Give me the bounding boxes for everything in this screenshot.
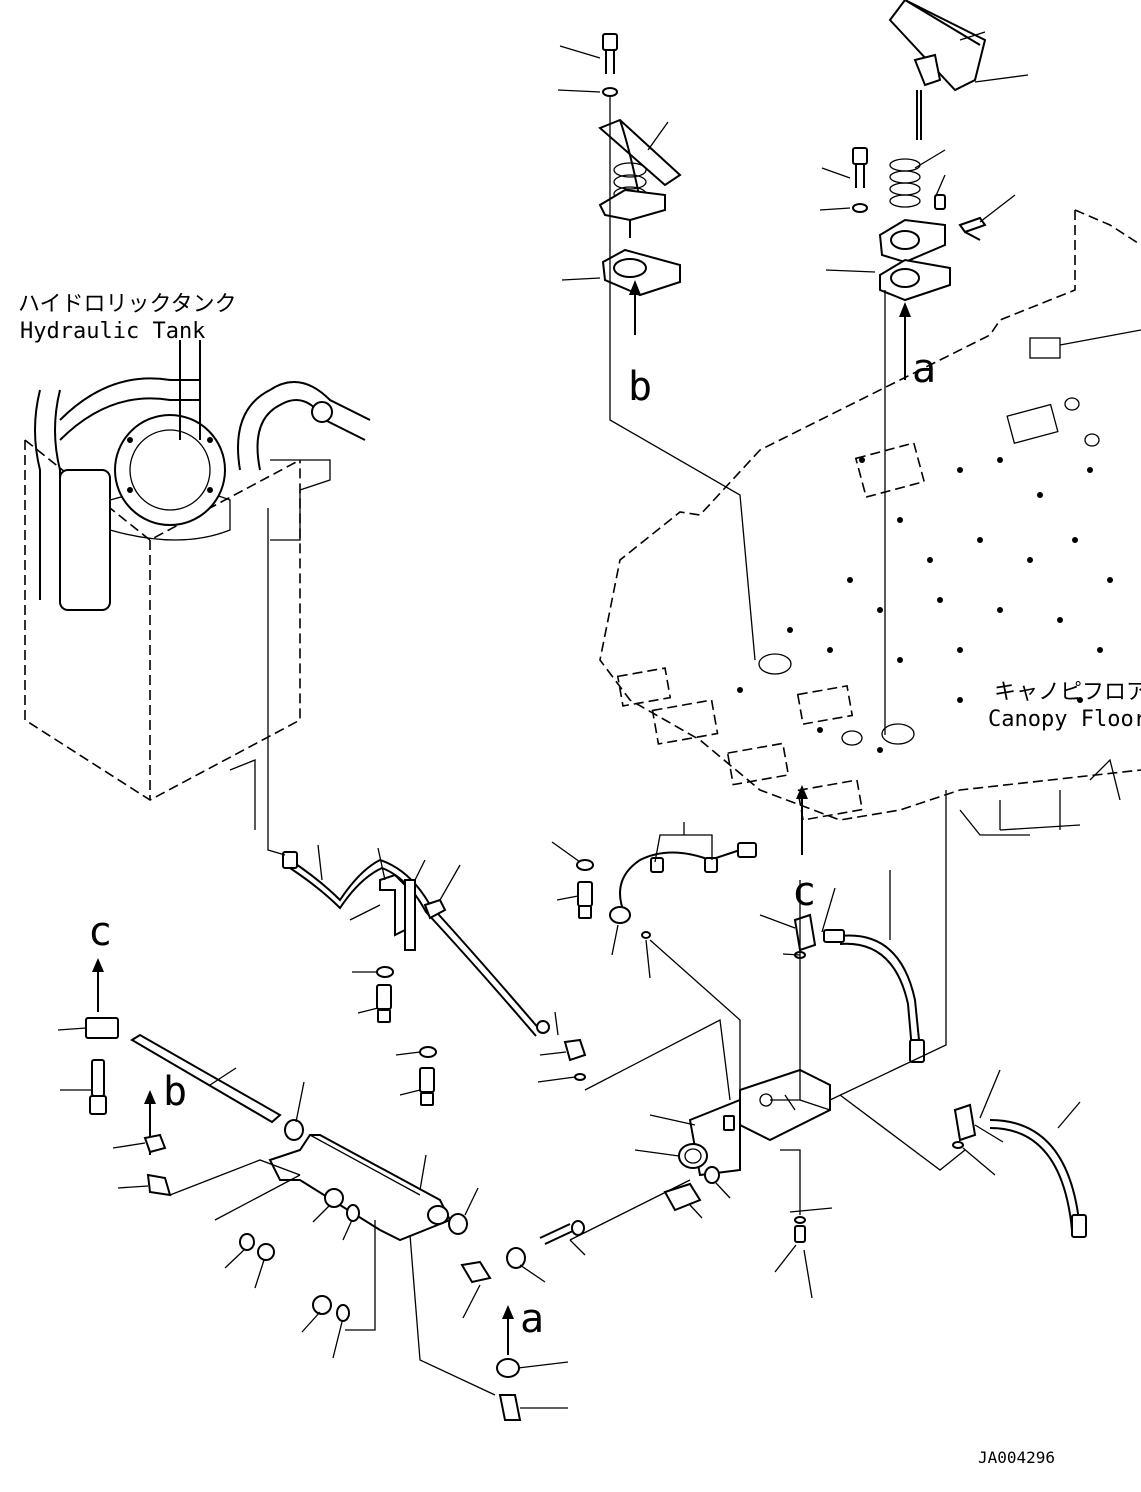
hydraulic-tank-label-jp: ハイドロリックタンク (18, 292, 237, 317)
canopy-floor-label-en: Canopy Floor (988, 707, 1141, 732)
view-marker-b-left: b (163, 1069, 187, 1115)
view-marker-c-left: c (88, 909, 112, 955)
lower-linkage (85, 851, 587, 1421)
hydraulic-tank-label-en: Hydraulic Tank (20, 319, 205, 344)
brake-valve (539, 785, 1087, 1245)
floor-holes (737, 457, 1113, 753)
view-marker-a-bottom: a (520, 1296, 544, 1342)
view-marker-b-top: b (628, 364, 652, 410)
floor-cutouts (616, 337, 1100, 821)
view-marker-a-top: a (912, 346, 936, 392)
pedal-assembly-a (852, 0, 987, 380)
canopy-floor-label-jp: キャノピフロア (994, 680, 1141, 705)
drawing-id: JA004296 (978, 1448, 1055, 1467)
canopy-floor (599, 209, 1141, 836)
pedal-assembly-b (598, 33, 682, 335)
view-marker-c-floor: c (792, 869, 816, 915)
connection-lines (57, 31, 1081, 1409)
hydraulic-tank (24, 340, 371, 830)
